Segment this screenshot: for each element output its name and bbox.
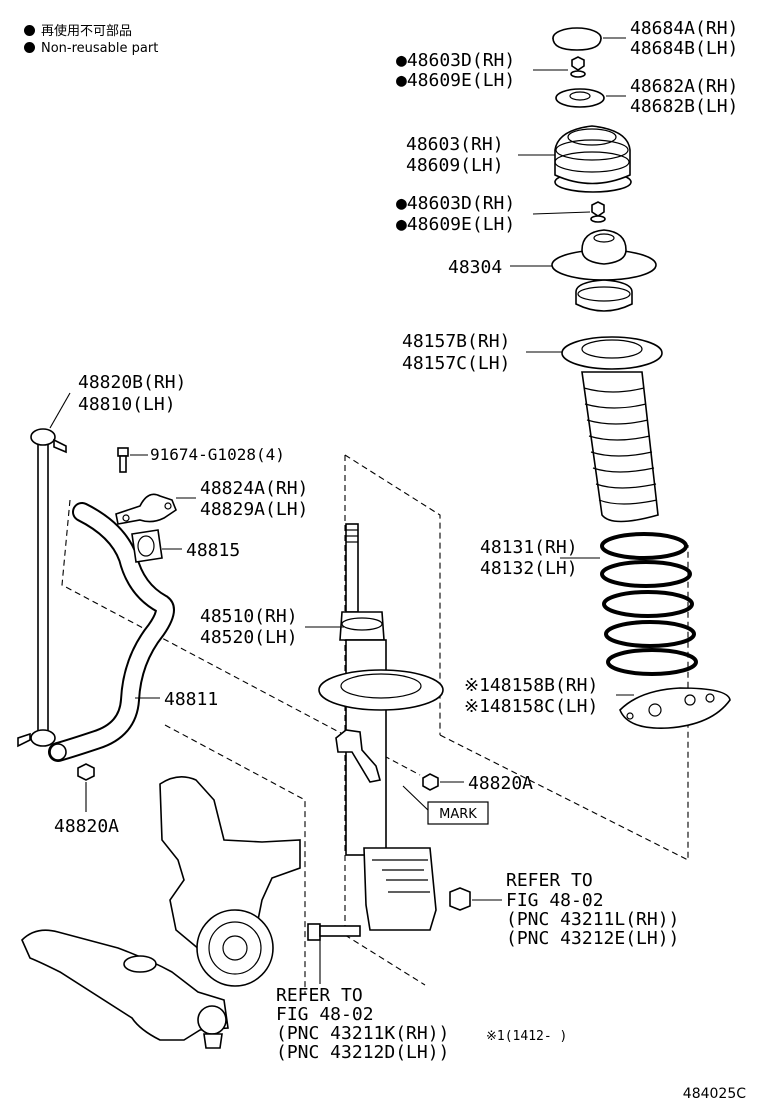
coil-spring-part [600, 532, 698, 676]
label-cap-rh: 48684A(RH) [630, 18, 738, 39]
shock-absorber-part [318, 523, 444, 931]
refer-right-line-2: FIG 48-02 [506, 890, 604, 911]
stabilizer-bracket-part [115, 493, 177, 525]
guide-dashed-spring [439, 545, 689, 861]
label-nut-top-lh: ●48609E(LH) [396, 70, 515, 91]
dust-boot-part [561, 336, 663, 523]
label-bracket-lh: 48829A(LH) [200, 499, 308, 520]
label-bushing: 48815 [186, 540, 240, 561]
mark-box [427, 801, 489, 825]
diagram-id: 484025C [683, 1086, 746, 1102]
label-seat: 48304 [448, 257, 502, 278]
refer-bottom-line-4: (PNC 43212D(LH)) [276, 1042, 449, 1063]
label-insulator-lh: ※148158C(LH) [464, 696, 598, 717]
label-spring-rh: 48131(RH) [480, 537, 578, 558]
upper-spring-seat-part [551, 229, 657, 312]
label-nut-strut: 48820A [468, 773, 533, 794]
label-spring-lh: 48132(LH) [480, 558, 578, 579]
refer-bottom-line-3: (PNC 43211K(RH)) [276, 1023, 449, 1044]
non-reusable-dot-icon [24, 25, 35, 36]
label-strut-rh: 48510(RH) [200, 606, 298, 627]
label-link-rh: 48820B(RH) [78, 372, 186, 393]
label-bracket-rh: 48824A(RH) [200, 478, 308, 499]
top-nut-part [570, 56, 586, 78]
label-nut-mid-lh: ●48609E(LH) [396, 214, 515, 235]
label-insulator-rh: ※148158B(RH) [464, 675, 598, 696]
label-support-rh: 48603(RH) [406, 134, 504, 155]
guide-dashed-knuckle [164, 724, 306, 995]
label-boot-rh: 48157B(RH) [402, 331, 510, 352]
legend-english: Non-reusable part [24, 41, 158, 56]
label-link-lh: 48810(LH) [78, 394, 176, 415]
guide-dashed-stabilizer [61, 499, 421, 776]
label-bolt: 91674-G1028(4) [150, 445, 285, 464]
label-stabilizer: 48811 [164, 689, 218, 710]
label-nut-mid-rh: ●48603D(RH) [396, 193, 515, 214]
refer-right-line-3: (PNC 43211L(RH)) [506, 909, 679, 930]
strut-flange-nut-part [449, 887, 471, 911]
label-strut-lh: 48520(LH) [200, 627, 298, 648]
bracket-bolt-part [117, 447, 129, 473]
stabilizer-bar-part [48, 502, 175, 762]
strut-nut-part [422, 773, 439, 791]
refer-bottom-line-1: REFER TO [276, 985, 363, 1006]
lower-arm-part [21, 929, 229, 1049]
refer-bottom-line-2: FIG 48-02 [276, 1004, 374, 1025]
label-bearing-lh: 48682B(LH) [630, 96, 738, 117]
label-nut-top-rh: ●48603D(RH) [396, 50, 515, 71]
label-cap-lh: 48684B(LH) [630, 38, 738, 59]
refer-right-line-4: (PNC 43212E(LH)) [506, 928, 679, 949]
guide-dashed-strut [344, 454, 441, 735]
mid-nut-part [590, 201, 606, 223]
stabilizer-bushing-part [131, 529, 163, 563]
label-support-lh: 48609(LH) [406, 155, 504, 176]
link-nut-part [77, 763, 95, 781]
stabilizer-link-part [17, 428, 67, 748]
footnote: ※1(1412- ) [486, 1029, 567, 1044]
suspension-support-part [554, 125, 632, 193]
legend-japanese: 再使用不可部品 [24, 20, 132, 39]
label-bearing-rh: 48682A(RH) [630, 76, 738, 97]
mark-box-label: MARK [439, 807, 477, 822]
refer-right-line-1: REFER TO [506, 870, 593, 891]
label-nut-link: 48820A [54, 816, 119, 837]
bearing-part [555, 88, 605, 108]
legend-japanese-text: 再使用不可部品 [41, 24, 133, 39]
leader-link [49, 392, 71, 429]
leader-mark [402, 785, 431, 813]
legend-english-text: Non-reusable part [41, 41, 159, 56]
label-boot-lh: 48157C(LH) [402, 353, 510, 374]
strut-cap-part [552, 27, 602, 51]
non-reusable-dot-icon [24, 42, 35, 53]
lower-insulator-part [619, 687, 731, 729]
leader-nut-mid [532, 211, 591, 215]
steering-knuckle-part [159, 776, 301, 987]
strut-lower-bolt-part [307, 923, 361, 941]
